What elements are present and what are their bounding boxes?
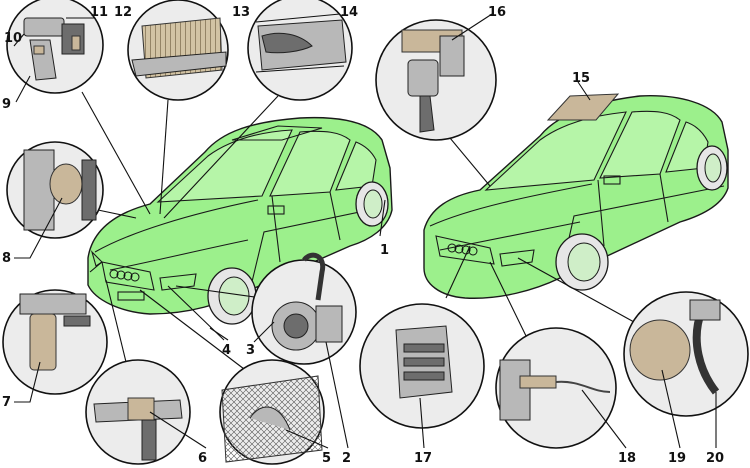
callout-blower (623, 291, 749, 417)
callout-cabin-filter (127, 0, 229, 101)
label-18: 18 (618, 451, 636, 466)
label-13: 13 (232, 5, 250, 20)
sunroof (546, 93, 620, 121)
label-4: 4 (222, 343, 231, 358)
callout-cap (6, 141, 104, 239)
label-3: 3 (246, 343, 255, 358)
label-10: 10 (4, 31, 22, 46)
label-17: 17 (414, 451, 432, 466)
callout-temperature-sensor (495, 327, 617, 449)
callout-valve (85, 359, 191, 465)
callout-air-intake (247, 0, 353, 101)
leader-lines (81, 91, 635, 373)
callout-dryer (2, 289, 108, 395)
label-12: 12 (114, 5, 132, 20)
label-2: 2 (342, 451, 351, 466)
label-8: 8 (2, 251, 11, 266)
left-car (87, 116, 393, 325)
label-6: 6 (198, 451, 207, 466)
audi-rings-right (447, 243, 478, 256)
label-14: 14 (340, 5, 358, 20)
callout-fuse-relay (6, 0, 104, 94)
right-car (423, 93, 729, 299)
label-16: 16 (488, 5, 506, 20)
callout-control-module (359, 303, 485, 429)
label-15: 15 (572, 71, 590, 86)
label-7: 7 (2, 395, 11, 410)
label-9: 9 (2, 97, 11, 112)
audi-rings-left (109, 269, 140, 282)
label-1: 1 (380, 243, 389, 258)
label-11: 11 (90, 5, 108, 20)
label-20: 20 (706, 451, 724, 466)
number-labels: 1 2 3 4 5 6 7 8 9 10 11 12 13 14 15 16 1… (2, 5, 724, 466)
label-19: 19 (668, 451, 686, 466)
callout-sensor-connector (375, 19, 497, 141)
callout-condenser (219, 359, 325, 465)
callout-compressor (251, 252, 357, 365)
label-leaders (13, 13, 717, 449)
label-5: 5 (322, 451, 331, 466)
